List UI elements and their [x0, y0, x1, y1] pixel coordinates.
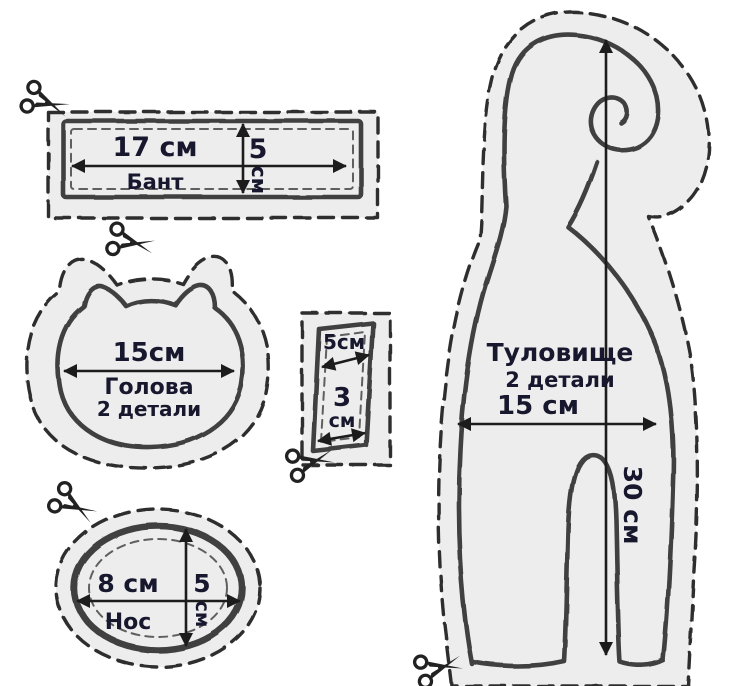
scissors-icon: [104, 220, 159, 265]
nose-piece: 8 см Нос 5 см: [44, 478, 262, 669]
body-sew-outline-right: [565, 159, 676, 663]
nose-height-value: 5: [193, 569, 210, 598]
head-parts-label: 2 детали: [97, 397, 201, 421]
head-sew-outline: [55, 282, 246, 450]
strip-piece: 5см 3 см: [283, 311, 392, 485]
nose-sew-outline: [70, 522, 246, 654]
body-parts-label: 2 детали: [505, 368, 615, 392]
head-cut-outline: [24, 255, 271, 470]
body-name-label: Туловище: [487, 338, 634, 367]
strip-bottom-arrow: [317, 428, 366, 446]
bow-height-value: 5: [249, 134, 268, 165]
bow-sew-outline: [60, 118, 364, 200]
strip-top-label: 5см: [323, 330, 365, 354]
bow-piece: 17 см Бант 5 см: [17, 78, 380, 220]
head-width-label: 15см: [113, 338, 186, 368]
head-name-label: Голова: [104, 375, 193, 400]
body-height-label: 30 см: [618, 466, 647, 545]
nose-seam-line: [88, 538, 228, 638]
nose-height-unit: см: [191, 601, 213, 628]
strip-bottom-unit: см: [329, 410, 356, 432]
nose-width-label: 8 см: [97, 569, 158, 598]
strip-top-arrow: [321, 351, 370, 371]
bow-height-unit: см: [247, 166, 271, 194]
nose-cut-outline: [54, 507, 262, 669]
strip-sew-outline: [310, 320, 376, 454]
body-sew-outline-legs: [470, 452, 666, 669]
body-piece: Туловище 2 детали 15 см 30 см: [411, 10, 711, 686]
nose-name-label: Нос: [105, 610, 152, 635]
body-width-label: 15 см: [497, 391, 579, 421]
bow-width-label: 17 см: [112, 132, 197, 163]
strip-bottom-value: 3: [333, 383, 351, 413]
body-sew-outline-left-tail: [456, 32, 661, 667]
head-piece: 15см Голова 2 детали: [24, 220, 271, 470]
bow-name-label: Бант: [127, 170, 185, 194]
scissors-icon: [44, 478, 104, 533]
